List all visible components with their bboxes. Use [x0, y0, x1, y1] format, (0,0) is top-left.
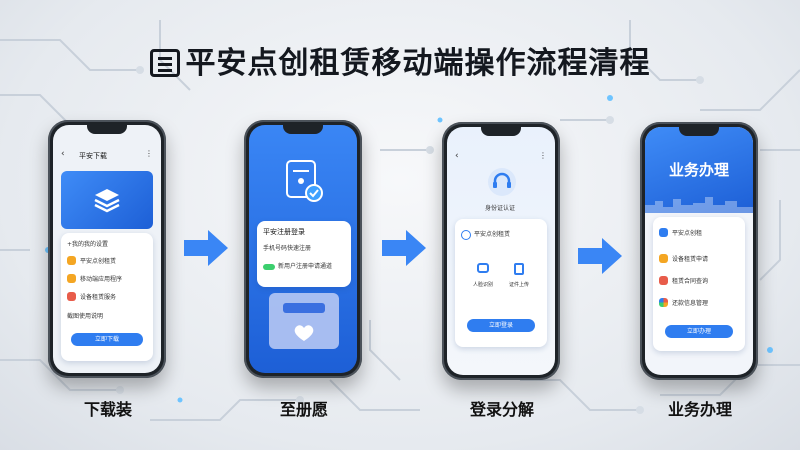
card-title: 平安注册登录: [263, 228, 305, 236]
heart-icon: [294, 325, 314, 341]
app-icon: [67, 291, 76, 301]
arrow-right-icon: [578, 238, 622, 274]
list-item[interactable]: 平安点创租: [659, 225, 702, 239]
arrow-right-icon: [184, 230, 228, 266]
card-line: 手机号码快速注册: [263, 245, 312, 252]
auth-header: 身份证认证: [485, 205, 516, 212]
apply-button[interactable]: 立即办理: [665, 325, 733, 338]
list-item[interactable]: 设备租赁申请: [659, 251, 708, 265]
card-line: 新用户注册申请通道: [263, 261, 332, 270]
page-title: 平安点创租赁移动端操作流程清程: [0, 38, 800, 82]
download-card: +我的我的设置 平安点创租赁 移动端应用程序 设备租赁服务 截图使用说明 立即下…: [61, 233, 153, 361]
phone-notch: [481, 127, 521, 136]
login-button[interactable]: 立即登录: [467, 319, 535, 332]
account-row[interactable]: 平安点创租赁: [461, 229, 510, 240]
contract-icon: [659, 275, 668, 285]
user-icon: [461, 229, 471, 240]
register-card: 平安注册登录 手机号码快速注册 新用户注册申请通道: [257, 221, 351, 287]
step-caption: 下载装: [83, 400, 132, 419]
skyline-decoration: [645, 197, 753, 213]
back-icon[interactable]: ‹: [455, 151, 459, 161]
services-card: 平安点创租 设备租赁申请 租赁合同查询 还款信息管理 立即办理: [653, 217, 745, 351]
list-item[interactable]: 租赁合同查询: [659, 273, 708, 287]
toggle-badge[interactable]: [263, 263, 275, 270]
list-item[interactable]: 移动端应用程序: [67, 271, 122, 285]
face-id-option[interactable]: 人脸识别: [469, 263, 497, 288]
app-banner: [61, 171, 153, 229]
phone-notch: [679, 127, 719, 136]
section-label: +我的我的设置: [67, 241, 109, 248]
step-caption: 登录分解: [469, 400, 534, 419]
upload-option[interactable]: 证件上传: [505, 263, 533, 288]
step-caption: 至册愿: [279, 400, 328, 419]
phone-notch: [87, 125, 127, 134]
document-icon: [659, 227, 668, 237]
folder-icon: [659, 253, 668, 263]
phone-notch: [283, 125, 323, 134]
phone-screen: ‹ ⋮ 身份证认证 平安点创租赁 人脸识别 证件上传 立即登录: [447, 127, 555, 375]
document-check-icon: [286, 160, 323, 202]
app-icon: [67, 255, 76, 265]
status-bar[interactable]: [283, 303, 325, 313]
list-item[interactable]: 还款信息管理: [659, 295, 708, 309]
arrow-right-icon: [382, 230, 426, 266]
menu-icon[interactable]: ⋮: [145, 149, 153, 158]
phone-screen: 业务办理 平安点创租 设备租赁申请 租赁合同查询 还款信息管理 立即办理: [645, 127, 753, 375]
ping-an-logo-icon: [149, 49, 180, 77]
note-label: 截图使用说明: [67, 313, 104, 320]
phone-step-1: ‹ 平安下载 ⋮ +我的我的设置 平安点创租赁 移动端应用程序 设备租赁服务 截…: [48, 120, 166, 378]
screen-header: 平安下载: [79, 152, 107, 160]
list-item[interactable]: 平安点创租赁: [67, 253, 116, 267]
document-icon: [514, 263, 524, 275]
step-caption: 业务办理: [667, 400, 732, 419]
login-card: 平安点创租赁 人脸识别 证件上传 立即登录: [455, 219, 547, 347]
business-banner: 业务办理: [645, 127, 753, 213]
menu-icon[interactable]: ⋮: [539, 151, 547, 160]
page-title-text: 平安点创租赁移动端操作流程清程: [185, 46, 651, 81]
chart-icon: [659, 297, 668, 307]
stack-layers-icon: [94, 189, 120, 213]
phone-step-4: 业务办理 平安点创租 设备租赁申请 租赁合同查询 还款信息管理 立即办理: [640, 122, 758, 380]
face-id-icon: [477, 263, 489, 273]
banner-title: 业务办理: [668, 161, 729, 179]
headset-icon: [488, 168, 516, 196]
list-item[interactable]: 设备租赁服务: [67, 289, 116, 303]
phone-screen: ‹ 平安下载 ⋮ +我的我的设置 平安点创租赁 移动端应用程序 设备租赁服务 截…: [53, 125, 161, 373]
app-icon: [67, 273, 76, 283]
phone-step-2: 平安注册登录 手机号码快速注册 新用户注册申请通道: [244, 120, 362, 378]
download-button[interactable]: 立即下载: [71, 333, 143, 346]
phone-step-3: ‹ ⋮ 身份证认证 平安点创租赁 人脸识别 证件上传 立即登录: [442, 122, 560, 380]
phone-screen: 平安注册登录 手机号码快速注册 新用户注册申请通道: [249, 125, 357, 373]
back-icon[interactable]: ‹: [61, 149, 65, 159]
option-label: 证件上传: [508, 282, 529, 288]
heart-panel: [269, 293, 339, 349]
option-label: 人脸识别: [472, 282, 493, 288]
